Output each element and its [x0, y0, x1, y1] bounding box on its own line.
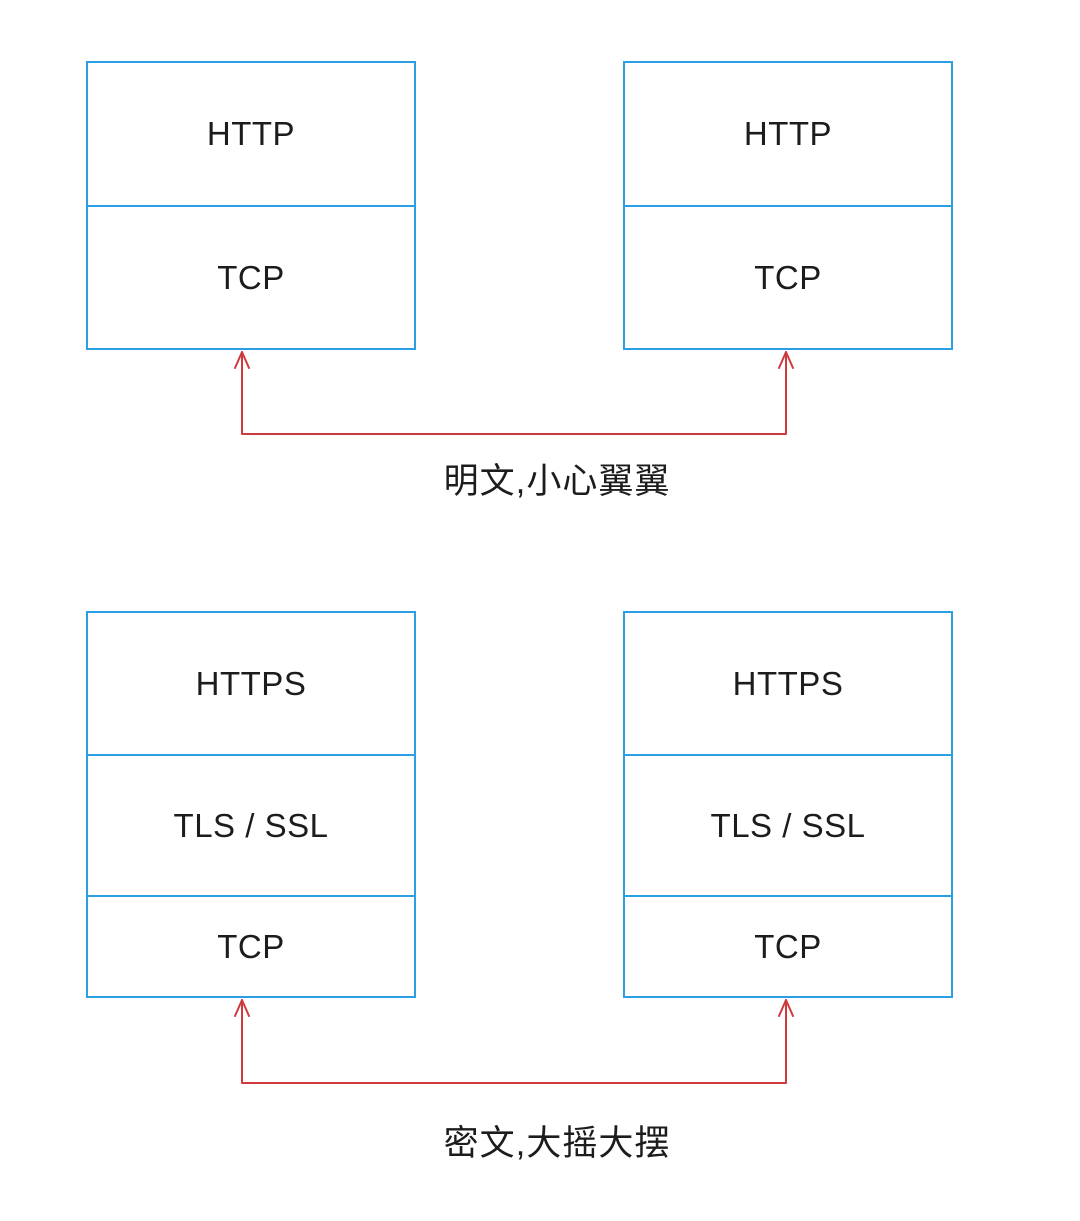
- layer-tcp: TCP: [88, 205, 414, 348]
- bottom-right-up-arrowhead-icon: [778, 999, 794, 1017]
- top-left-up-arrowhead-icon: [234, 351, 250, 369]
- layer-https: HTTPS: [732, 664, 844, 702]
- bottom-left-up-arrowhead-icon: [234, 999, 250, 1017]
- layer-tcp: TCP: [625, 205, 951, 348]
- layer-https: HTTPS: [195, 664, 307, 702]
- layer-tcp: TCP: [625, 895, 951, 996]
- top-right-up-arrowhead-icon: [778, 351, 794, 369]
- ciphertext-caption: 密文,大摇大摆: [443, 1124, 671, 1163]
- http-server-stack: HTTP TCP: [623, 61, 953, 350]
- layer-http: HTTP: [743, 115, 833, 152]
- https-client-stack: HTTPS TLS / SSL TCP: [86, 611, 416, 998]
- plaintext-caption: 明文,小心翼翼: [443, 462, 671, 501]
- bottom-connector-line: [241, 999, 787, 1084]
- layer-http: HTTP: [206, 115, 296, 152]
- top-connector-line: [241, 351, 787, 435]
- layer-tcp: TCP: [88, 895, 414, 996]
- layer-tls-ssl: TLS / SSL: [625, 754, 951, 895]
- http-client-stack: HTTP TCP: [86, 61, 416, 350]
- layer-tls-ssl: TLS / SSL: [88, 754, 414, 895]
- https-server-stack: HTTPS TLS / SSL TCP: [623, 611, 953, 998]
